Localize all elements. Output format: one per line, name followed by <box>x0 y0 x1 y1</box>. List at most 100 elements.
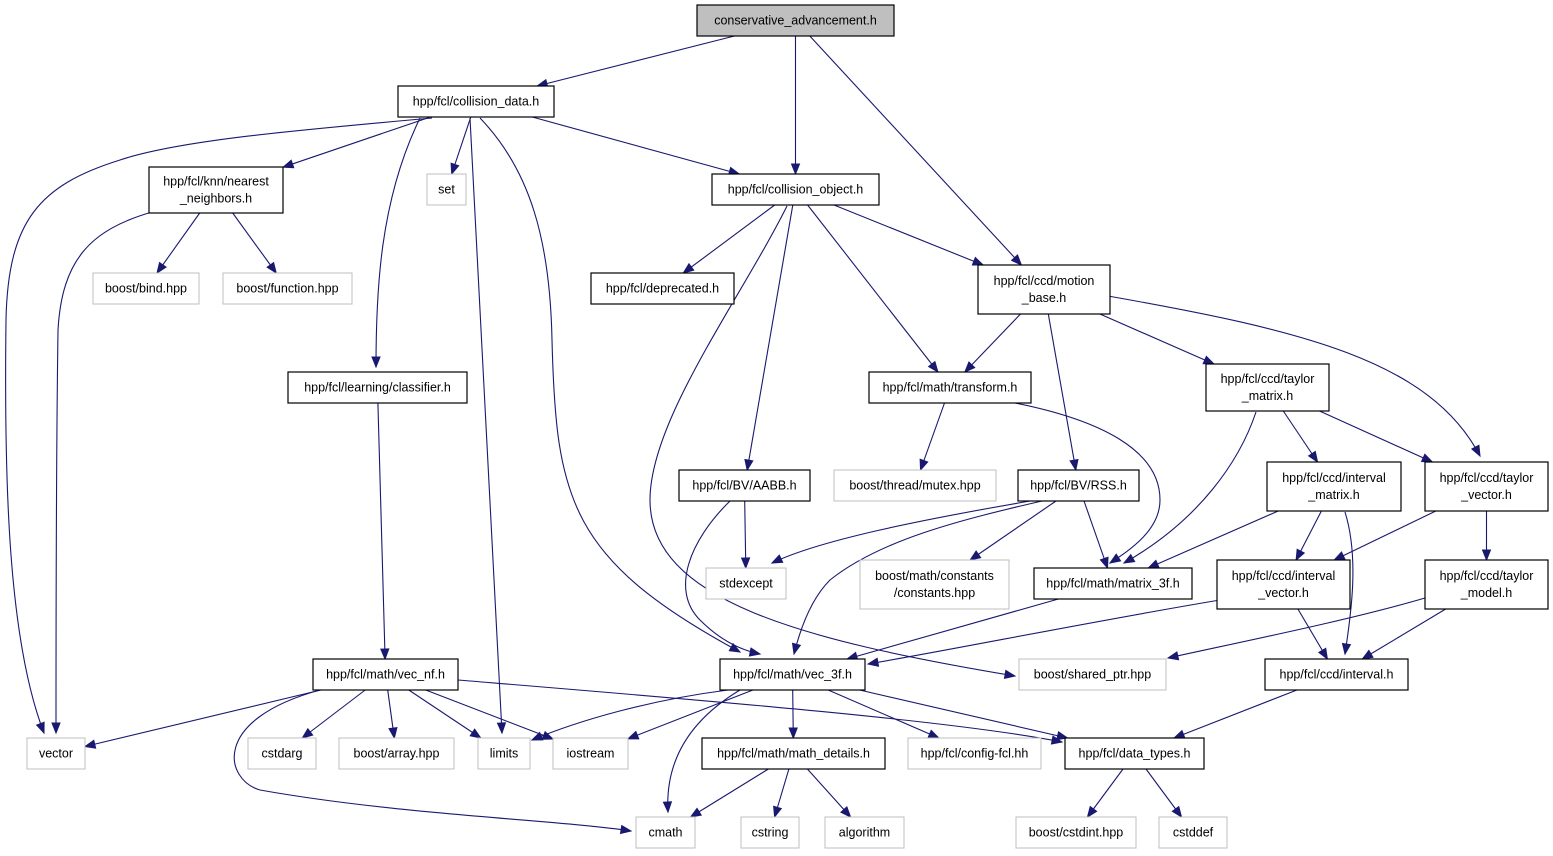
node-interval-vector[interactable]: hpp/fcl/ccd/interval_vector.h <box>1216 559 1351 610</box>
node-interval[interactable]: hpp/fcl/ccd/interval.h <box>1264 658 1409 691</box>
arrowhead <box>840 806 852 819</box>
edge-line <box>690 768 769 818</box>
arrowhead <box>728 642 742 653</box>
node-vec-3f[interactable]: hpp/fcl/math/vec_3f.h <box>719 658 866 691</box>
edge-line <box>282 116 431 168</box>
node-box <box>1033 567 1193 600</box>
node-label: hpp/fcl/math/vec_3f.h <box>733 668 852 682</box>
arrowhead <box>1108 553 1122 564</box>
node-boost-function: boost/function.hpp <box>222 272 353 305</box>
edge-line <box>84 689 322 748</box>
node-boost-array: boost/array.hpp <box>338 737 455 770</box>
arrowhead <box>450 162 460 176</box>
node-label: hpp/fcl/collision_object.h <box>728 183 864 197</box>
arrowhead <box>1171 805 1183 819</box>
edge-line <box>919 402 946 471</box>
edge-line <box>232 212 277 274</box>
arrowhead <box>682 262 695 274</box>
node-box <box>705 567 787 600</box>
node-box <box>635 816 696 849</box>
edge-line <box>744 500 747 569</box>
node-taylor-vector[interactable]: hpp/fcl/ccd/taylor_vector.h <box>1424 461 1549 512</box>
arrowhead <box>388 726 398 740</box>
node-data-types[interactable]: hpp/fcl/data_types.h <box>1064 737 1205 770</box>
node-taylor-model[interactable]: hpp/fcl/ccd/taylor_model.h <box>1424 559 1549 610</box>
node-label: limits <box>490 747 518 761</box>
node-deprecated[interactable]: hpp/fcl/deprecated.h <box>590 272 735 305</box>
arrowhead <box>1341 642 1352 656</box>
edge-line <box>1334 510 1437 561</box>
node-box <box>1424 559 1549 610</box>
node-collision-data[interactable]: hpp/fcl/collision_data.h <box>397 85 555 118</box>
node-label: boost/cstdint.hpp <box>1029 826 1124 840</box>
node-algorithm: algorithm <box>824 816 905 849</box>
node-box <box>1424 461 1549 512</box>
edge-collision-data-to-set <box>450 116 472 176</box>
node-transform[interactable]: hpp/fcl/math/transform.h <box>868 371 1032 404</box>
node-box <box>338 737 455 770</box>
node-label: _matrix.h <box>1307 488 1359 502</box>
edge-rss-to-boost-constants <box>969 500 1057 561</box>
node-box <box>1064 737 1205 770</box>
edge-vec-3f-to-math-details <box>788 689 798 740</box>
edge-line <box>536 35 735 87</box>
arrowhead <box>919 458 929 472</box>
node-rss[interactable]: hpp/fcl/BV/RSS.h <box>1017 469 1140 502</box>
node-conservative-advancement[interactable]: conservative_advancement.h <box>696 4 895 37</box>
edge-rss-to-vec-3f <box>791 500 1043 656</box>
node-box <box>477 737 531 770</box>
arrowhead <box>1086 805 1098 819</box>
edge-classifier-to-vec-nf <box>377 402 390 661</box>
edge-interval-matrix-to-interval <box>1341 511 1354 656</box>
edge-vec-3f-to-iostream <box>626 689 754 740</box>
edge-aabb-to-stdexcept <box>740 500 751 570</box>
node-label: boost/bind.hpp <box>105 282 187 296</box>
arrowhead <box>788 727 798 740</box>
edge-interval-vector-to-vec-3f <box>866 599 1221 667</box>
edge-line <box>806 768 852 818</box>
edge-line <box>156 212 201 274</box>
edge-vec-nf-to-boost-array <box>387 689 398 740</box>
arrowhead <box>469 728 482 739</box>
edge-line <box>531 689 729 741</box>
node-box <box>590 272 735 305</box>
edge-collision-data-to-classifier <box>371 117 421 369</box>
node-knn[interactable]: hpp/fcl/knn/nearest_neighbors.h <box>148 166 284 214</box>
node-math-details[interactable]: hpp/fcl/math/math_details.h <box>701 737 886 770</box>
node-box <box>92 272 200 305</box>
node-label: hpp/fcl/ccd/taylor <box>1221 372 1315 386</box>
edge-vec-3f-to-data-types <box>859 689 1069 741</box>
edge-data-types-to-boost-cstdint <box>1086 768 1124 819</box>
edge-knn-to-boost-function <box>232 212 278 275</box>
node-matrix-3f[interactable]: hpp/fcl/math/matrix_3f.h <box>1033 567 1193 600</box>
edge-line <box>793 500 1043 655</box>
node-vec-nf[interactable]: hpp/fcl/math/vec_nf.h <box>312 658 459 691</box>
edge-motion-base-to-transform <box>963 313 1021 373</box>
arrowhead <box>927 729 941 739</box>
node-motion-base[interactable]: hpp/fcl/ccd/motion_base.h <box>977 264 1111 315</box>
node-label: boost/function.hpp <box>236 282 338 296</box>
arrowhead <box>619 824 633 835</box>
edge-collision-data-to-vector <box>5 117 433 735</box>
node-classifier[interactable]: hpp/fcl/learning/classifier.h <box>287 371 468 404</box>
edge-collision-data-to-knn <box>281 116 431 169</box>
node-label: hpp/fcl/math/math_details.h <box>717 747 870 761</box>
arrowhead <box>1122 553 1136 564</box>
node-label: conservative_advancement.h <box>714 14 877 28</box>
edge-collision-data-to-limits <box>469 117 507 735</box>
node-box <box>312 658 459 691</box>
edge-collision-object-to-boost-shared-ptr <box>649 205 1017 679</box>
node-taylor-matrix[interactable]: hpp/fcl/ccd/taylor_matrix.h <box>1205 363 1330 412</box>
edge-line <box>627 689 754 740</box>
arrowhead <box>626 730 640 740</box>
node-box <box>711 173 880 206</box>
node-label: hpp/fcl/math/matrix_3f.h <box>1046 577 1179 591</box>
edge-line <box>969 500 1057 561</box>
node-aabb[interactable]: hpp/fcl/BV/AABB.h <box>678 469 811 502</box>
arrowhead <box>1295 548 1306 562</box>
node-interval-matrix[interactable]: hpp/fcl/ccd/interval_matrix.h <box>1266 461 1402 512</box>
arrowhead <box>380 648 390 661</box>
edge-vec-3f-to-limits <box>530 689 729 741</box>
node-collision-object[interactable]: hpp/fcl/collision_object.h <box>711 173 880 206</box>
node-label: hpp/fcl/ccd/interval <box>1232 569 1336 583</box>
